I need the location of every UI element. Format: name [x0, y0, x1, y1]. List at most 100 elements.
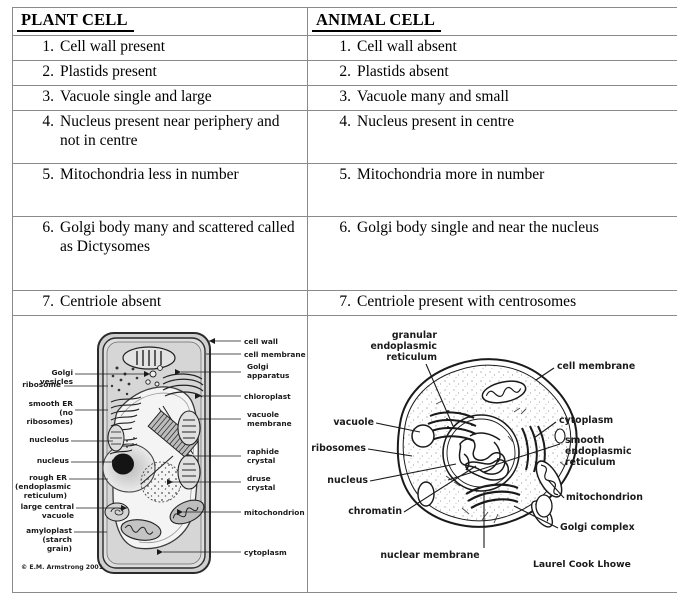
plant-label-nucleus: nucleus: [17, 456, 69, 465]
cell-plant-5: 5. Mitochondria less in number: [13, 163, 308, 216]
item-text: Plastids absent: [357, 63, 677, 82]
item-number: 1.: [39, 38, 54, 57]
item-text: Plastids present: [60, 63, 303, 82]
plant-diagram-credit: © E.M. Armstrong 2001: [21, 564, 103, 572]
item-number: 3.: [336, 88, 351, 107]
animal-label-ribosomes: ribosomes: [308, 443, 366, 454]
item-number: 6.: [336, 219, 351, 238]
plant-label-golgi-apparatus: Golgi apparatus: [247, 362, 289, 381]
animal-label-granular-er: granular endoplasmic reticulum: [363, 330, 437, 364]
plant-credit-text: E.M. Armstrong 2001: [29, 564, 103, 571]
plant-label-nucleolus: nucleolus: [17, 435, 69, 444]
table-diagram-row: Golgi vesicles ribosome smooth ER (no ri…: [13, 315, 677, 592]
animal-label-smooth-er: smooth endoplasmic reticulum: [565, 435, 651, 469]
list-item: 2. Plastids absent: [312, 63, 677, 82]
item-number: 1.: [336, 38, 351, 57]
item-number: 4.: [336, 113, 351, 132]
list-item: 5. Mitochondria less in number: [17, 166, 303, 185]
animal-label-nucleus: nucleus: [316, 475, 368, 486]
header-cell-plant: PLANT CELL: [13, 8, 308, 36]
item-text: Golgi body many and scattered called as …: [60, 219, 303, 257]
plant-label-cytoplasm: cytoplasm: [244, 548, 287, 557]
item-number: 2.: [39, 63, 54, 82]
plant-label-rough-er: rough ER (endoplasmic reticulum): [15, 473, 67, 501]
cell-animal-diagram: granular endoplasmic reticulum vacuole r…: [308, 315, 677, 592]
comparison-sheet: PLANT CELL ANIMAL CELL 1. Cell wall pres…: [0, 0, 677, 573]
animal-diagram-credit: Laurel Cook Lhowe: [533, 559, 631, 570]
item-text: Mitochondria less in number: [60, 166, 303, 185]
table-row: 2. Plastids present 2. Plastids absent: [13, 60, 677, 85]
table-row: 4. Nucleus present near periphery and no…: [13, 110, 677, 163]
item-text: Mitochondria more in number: [357, 166, 677, 185]
item-text: Centriole present with centrosomes: [357, 293, 677, 312]
list-item: 4. Nucleus present near periphery and no…: [17, 113, 303, 151]
list-item: 5. Mitochondria more in number: [312, 166, 677, 185]
copyright-icon: ©: [21, 564, 27, 571]
list-item: 6. Golgi body many and scattered called …: [17, 219, 303, 257]
plant-label-druse-crystal: druse crystal: [247, 474, 275, 493]
list-item: 2. Plastids present: [17, 63, 303, 82]
item-number: 5.: [39, 166, 54, 185]
table-row: 5. Mitochondria less in number 5. Mitoch…: [13, 163, 677, 216]
plant-label-vacuole-membrane: vacuole membrane: [247, 410, 292, 429]
cell-plant-6: 6. Golgi body many and scattered called …: [13, 216, 308, 290]
plant-label-raphide-crystal: raphide crystal: [247, 447, 279, 466]
table-header-row: PLANT CELL ANIMAL CELL: [13, 8, 677, 36]
cell-animal-1: 1. Cell wall absent: [308, 35, 677, 60]
table-row: 7. Centriole absent 7. Centriole present…: [13, 290, 677, 315]
table-row: 1. Cell wall present 1. Cell wall absent: [13, 35, 677, 60]
plant-animal-comparison-table: PLANT CELL ANIMAL CELL 1. Cell wall pres…: [12, 7, 677, 593]
item-number: 2.: [336, 63, 351, 82]
cell-plant-3: 3. Vacuole single and large: [13, 85, 308, 110]
item-text: Vacuole single and large: [60, 88, 303, 107]
cell-animal-3: 3. Vacuole many and small: [308, 85, 677, 110]
list-item: 6. Golgi body single and near the nucleu…: [312, 219, 677, 238]
table-row: 6. Golgi body many and scattered called …: [13, 216, 677, 290]
item-text: Vacuole many and small: [357, 88, 677, 107]
item-number: 7.: [336, 293, 351, 312]
list-item: 7. Centriole present with centrosomes: [312, 293, 677, 312]
table-row: 3. Vacuole single and large 3. Vacuole m…: [13, 85, 677, 110]
plant-label-chloroplast: chloroplast: [244, 392, 291, 401]
cell-animal-7: 7. Centriole present with centrosomes: [308, 290, 677, 315]
item-text: Centriole absent: [60, 293, 303, 312]
cell-plant-7: 7. Centriole absent: [13, 290, 308, 315]
list-item: 1. Cell wall present: [17, 38, 303, 57]
list-item: 7. Centriole absent: [17, 293, 303, 312]
item-text: Golgi body single and near the nucleus: [357, 219, 677, 238]
list-item: 4. Nucleus present in centre: [312, 113, 677, 132]
plant-label-amyloplast: amyloplast (starch grain): [15, 526, 72, 554]
cell-animal-4: 4. Nucleus present in centre: [308, 110, 677, 163]
animal-label-nuclear-membrane: nuclear membrane: [376, 550, 484, 561]
item-text: Cell wall absent: [357, 38, 677, 57]
cell-animal-6: 6. Golgi body single and near the nucleu…: [308, 216, 677, 290]
animal-label-cytoplasm: cytoplasm: [559, 415, 613, 426]
page-title-animal: ANIMAL CELL: [312, 10, 441, 32]
list-item: 3. Vacuole single and large: [17, 88, 303, 107]
plant-label-cell-membrane: cell membrane: [244, 350, 306, 359]
plant-label-mitochondrion: mitochondrion: [244, 508, 305, 517]
item-number: 4.: [39, 113, 54, 151]
cell-plant-1: 1. Cell wall present: [13, 35, 308, 60]
plant-label-smooth-er: smooth ER (no ribosomes): [15, 399, 73, 427]
plant-cell-diagram: Golgi vesicles ribosome smooth ER (no ri…: [13, 316, 307, 592]
page-title-plant: PLANT CELL: [17, 10, 134, 32]
item-text: Nucleus present near periphery and not i…: [60, 113, 303, 151]
plant-label-cell-wall: cell wall: [244, 337, 278, 346]
plant-label-central-vacuole: large central vacuole: [15, 502, 74, 521]
cell-plant-2: 2. Plastids present: [13, 60, 308, 85]
plant-label-ribosome: ribosome: [17, 380, 61, 389]
cell-plant-4: 4. Nucleus present near periphery and no…: [13, 110, 308, 163]
list-item: 3. Vacuole many and small: [312, 88, 677, 107]
item-number: 6.: [39, 219, 54, 257]
header-cell-animal: ANIMAL CELL: [308, 8, 677, 36]
animal-label-cell-membrane: cell membrane: [557, 361, 635, 372]
item-text: Nucleus present in centre: [357, 113, 677, 132]
cell-animal-5: 5. Mitochondria more in number: [308, 163, 677, 216]
item-number: 3.: [39, 88, 54, 107]
cell-animal-2: 2. Plastids absent: [308, 60, 677, 85]
item-number: 7.: [39, 293, 54, 312]
animal-label-golgi-complex: Golgi complex: [560, 522, 635, 533]
animal-label-mitochondrion: mitochondrion: [566, 492, 643, 503]
animal-label-chromatin: chromatin: [324, 506, 402, 517]
